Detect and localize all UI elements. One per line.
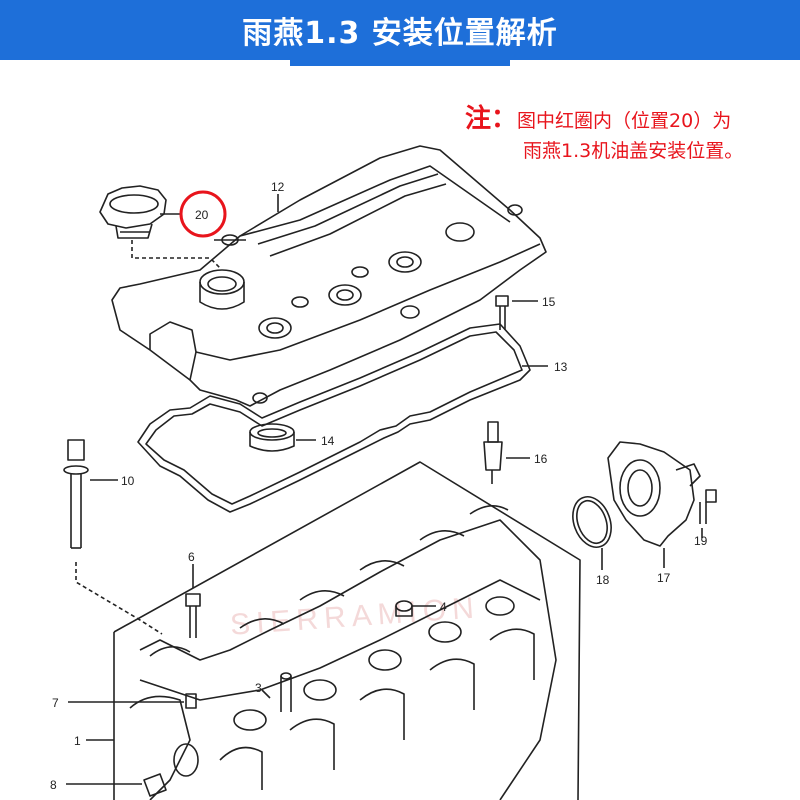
page-title: 雨燕1.3 安装位置解析 (242, 16, 558, 51)
note-line-2: 雨燕1.3机油盖安装位置。 (523, 140, 744, 162)
cylinder-head-cover (111, 145, 547, 407)
title-tab-decoration (290, 60, 510, 66)
callout-3: 3 (255, 681, 262, 695)
callout-20: 20 (195, 208, 209, 222)
callout-18: 18 (596, 573, 610, 587)
callout-13: 13 (554, 360, 568, 374)
highlight-circle (179, 190, 227, 238)
callout-14: 14 (321, 434, 335, 448)
bolt-10 (63, 439, 89, 549)
note-box: 注：图中红圈内（位置20）为 雨燕1.3机油盖安装位置。 (465, 104, 795, 166)
callout-19: 19 (694, 534, 708, 548)
callout-1: 1 (74, 734, 81, 748)
bolt-15 (495, 295, 509, 330)
plug-tube-seal (249, 423, 295, 452)
callout-12: 12 (271, 180, 285, 194)
o-ring (572, 496, 612, 548)
bolt-19 (699, 489, 717, 524)
oil-filler-cap (99, 185, 167, 239)
callout-6: 6 (188, 550, 195, 564)
spark-plug (483, 421, 503, 484)
callout-4: 4 (440, 600, 447, 614)
note-line-1: 图中红圈内（位置20）为 (517, 110, 732, 132)
cylinder-head (113, 461, 581, 800)
callout-7: 7 (52, 696, 59, 710)
note-label: 注： (465, 104, 518, 134)
callout-15: 15 (542, 295, 556, 309)
callout-16: 16 (534, 452, 548, 466)
head-cover-gasket (137, 323, 531, 513)
title-bar: 雨燕1.3 安装位置解析 (0, 0, 800, 60)
callout-8: 8 (50, 778, 57, 792)
thermostat-housing (607, 441, 701, 547)
bolt-6 (185, 593, 201, 638)
callout-17: 17 (657, 571, 671, 585)
callout-10: 10 (121, 474, 135, 488)
